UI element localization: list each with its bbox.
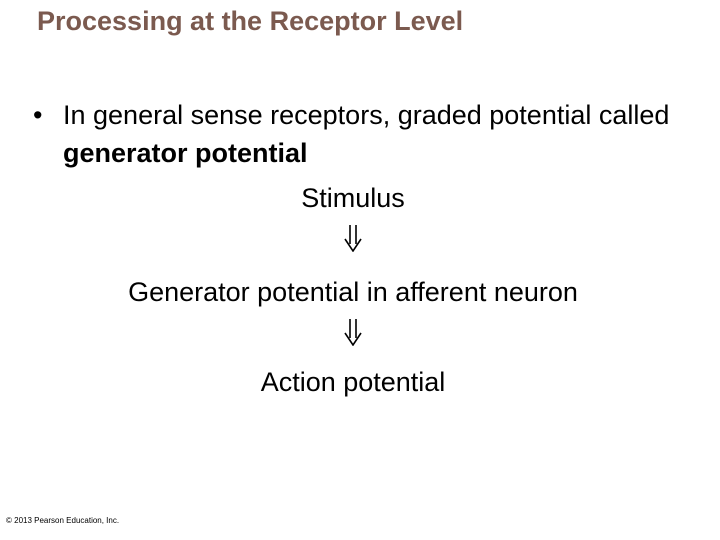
slide-title: Processing at the Receptor Level: [37, 6, 464, 36]
bullet-text-lead: In general sense receptors, graded poten…: [63, 100, 670, 130]
copyright-notice: © 2013 Pearson Education, Inc.: [6, 516, 120, 525]
flow-step-generator-potential: Generator potential in afferent neuron: [128, 277, 578, 307]
bullet-text-emphasis: generator potential: [63, 138, 308, 168]
bullet-item: • In general sense receptors, graded pot…: [33, 96, 673, 172]
down-double-arrow-icon: [0, 224, 706, 257]
down-double-arrow-icon: [0, 318, 706, 351]
bullet-marker: •: [33, 100, 43, 130]
flow-step-action-potential: Action potential: [260, 367, 446, 397]
flow-step-stimulus: Stimulus: [301, 183, 405, 213]
bullet-text: In general sense receptors, graded poten…: [63, 96, 673, 172]
